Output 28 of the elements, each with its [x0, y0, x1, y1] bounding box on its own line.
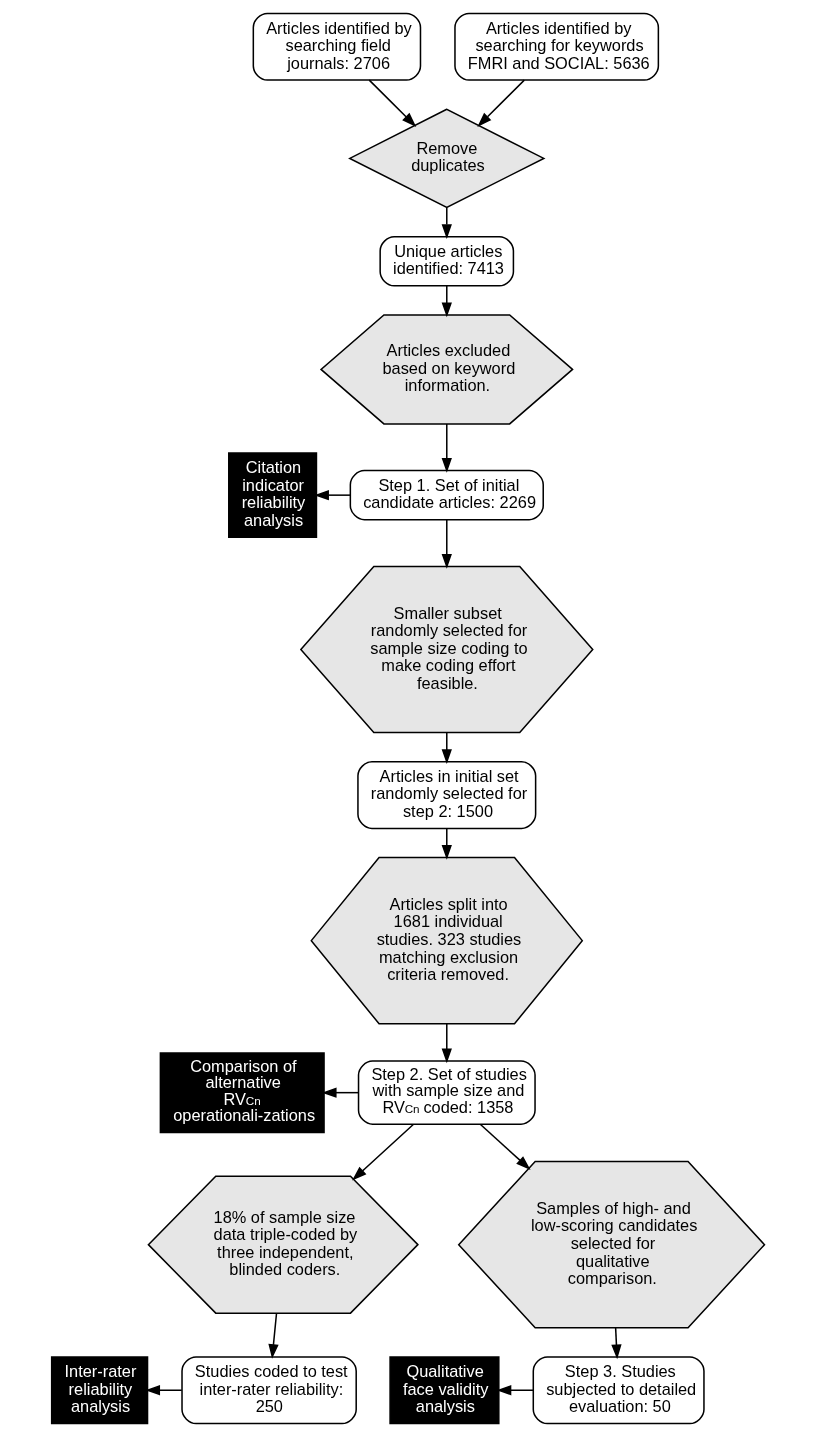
node-box: Qualitative face validity analysis: [388, 1356, 500, 1425]
arrow: [321, 1087, 359, 1098]
node-box: Inter-rater reliability analysis: [50, 1356, 148, 1425]
node-box: Step 2. Set of studies with sample size and RVCn coded: 1358: [357, 1060, 536, 1125]
node-box: Step 3. Studies subjected to detailed evaluation: 50: [532, 1356, 705, 1425]
arrow: [267, 1312, 279, 1359]
arrow: [368, 79, 416, 127]
node-box: Articles identified by searching for keywords FMRI and SOCIAL: 5636: [453, 12, 659, 81]
arrow: [476, 79, 525, 127]
node-box: Citation indicator reliability analysis: [227, 452, 317, 538]
arrow: [441, 1023, 452, 1064]
arrow: [441, 423, 452, 473]
node-diamond: Remove duplicates: [347, 108, 545, 209]
arrow: [479, 1123, 531, 1170]
arrow: [351, 1123, 414, 1181]
arrow: [441, 732, 452, 765]
node-box: Unique articles identified: 7413: [378, 235, 514, 287]
arrow: [441, 207, 452, 239]
arrow: [441, 285, 452, 318]
node-box: Articles in initial set randomly selected for step 2: 1500: [356, 761, 536, 830]
node-box: Articles identified by searching field journals: 2706: [252, 12, 421, 81]
node-box: Studies coded to test inter-rater reliability: 250: [180, 1356, 357, 1425]
node-box: Step 1. Set of initial candidate articles: 2269: [349, 469, 544, 521]
node-box: Comparison of alternative RVCn operationali-zations: [159, 1052, 325, 1134]
arrow: [441, 828, 452, 860]
arrow: [610, 1327, 622, 1360]
arrow: [496, 1385, 534, 1396]
arrow: [441, 518, 452, 569]
